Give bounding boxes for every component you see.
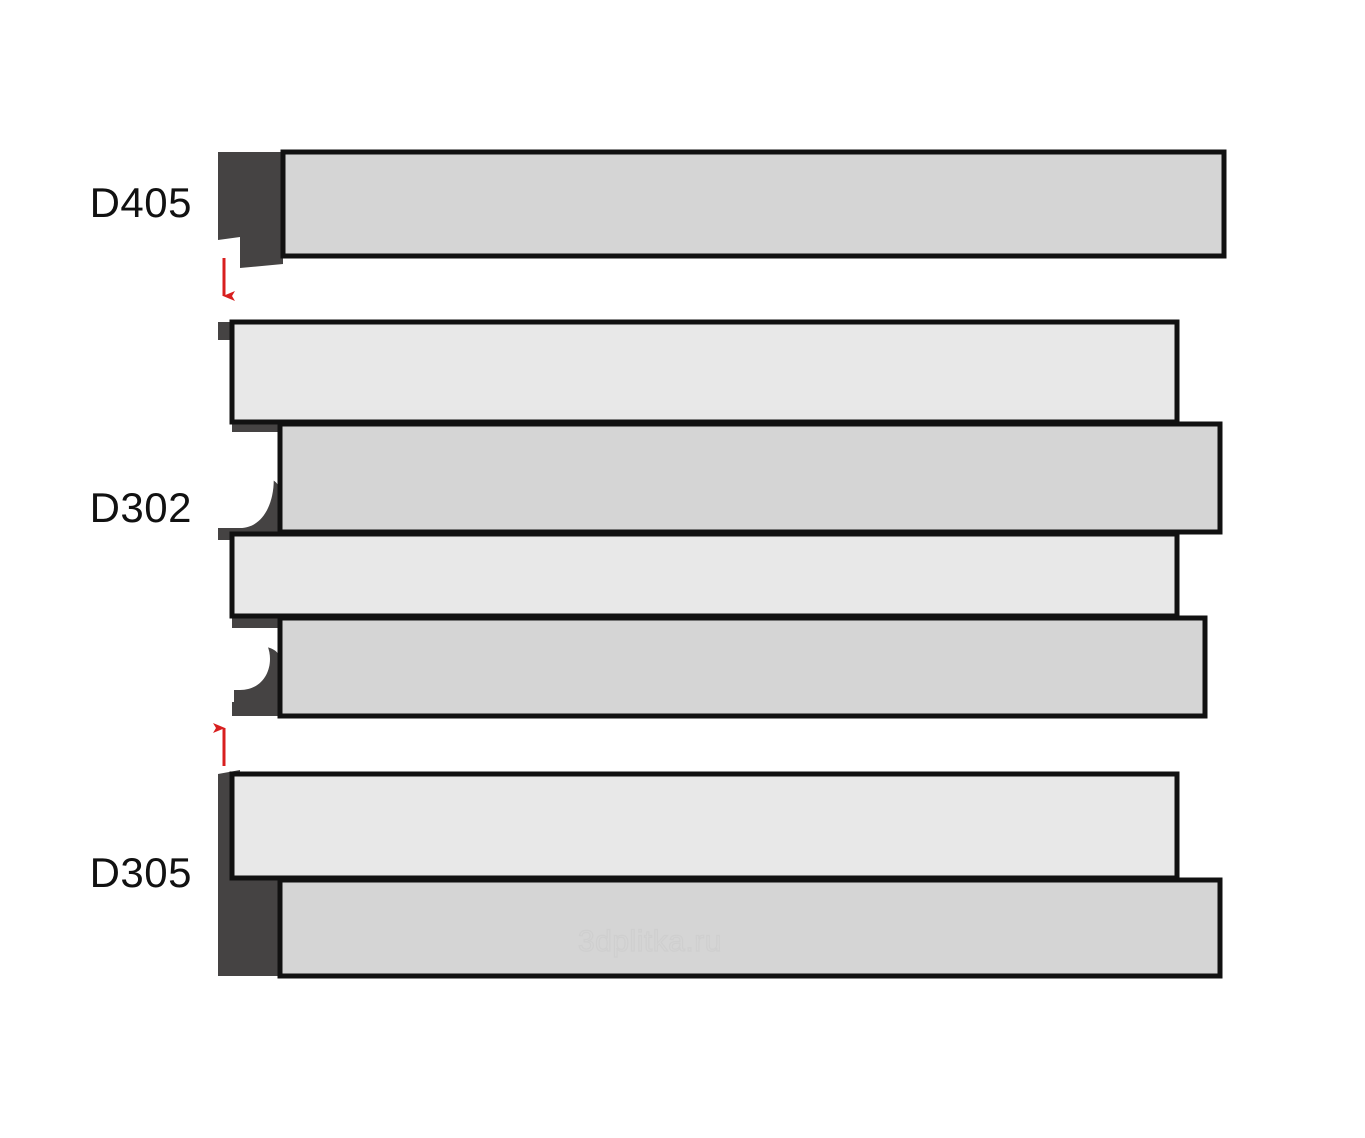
d302-band-3 — [229, 531, 1180, 619]
d302-groove-lower — [218, 628, 270, 690]
profile-d305 — [218, 770, 1223, 979]
d405-band-1 — [280, 149, 1227, 259]
profile-d405 — [218, 149, 1227, 268]
d302-notch-bottom — [218, 686, 234, 702]
d302-band-2 — [277, 421, 1223, 535]
d305-band-2 — [277, 877, 1223, 979]
d305-band-1 — [229, 771, 1180, 881]
profile-label-d405: D405 — [89, 179, 192, 226]
d405-dark-edge — [218, 152, 283, 268]
profile-label-d302: D302 — [89, 484, 192, 531]
d302-groove-upper — [218, 432, 274, 528]
profile-d302 — [218, 319, 1223, 719]
d302-band-1 — [229, 319, 1180, 425]
profile-label-d305: D305 — [89, 849, 192, 896]
d302-band-4 — [277, 615, 1208, 719]
